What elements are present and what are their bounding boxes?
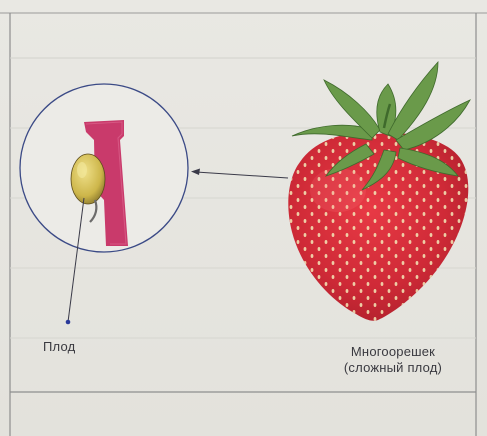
fruit-label: Плод [43,339,75,354]
arrow-head [191,169,200,176]
nutlet-fruit [71,154,105,204]
multi-nutlet-label: Многоорешек (сложный плод) [318,344,468,376]
compound-fruit-subtitle: (сложный плод) [318,360,468,376]
fruit-pointer-dot [66,320,71,325]
multi-nutlet-title: Многоорешек [318,344,468,360]
magnified-view [20,84,188,324]
connector-arrow [191,169,288,179]
strawberry [288,62,470,321]
